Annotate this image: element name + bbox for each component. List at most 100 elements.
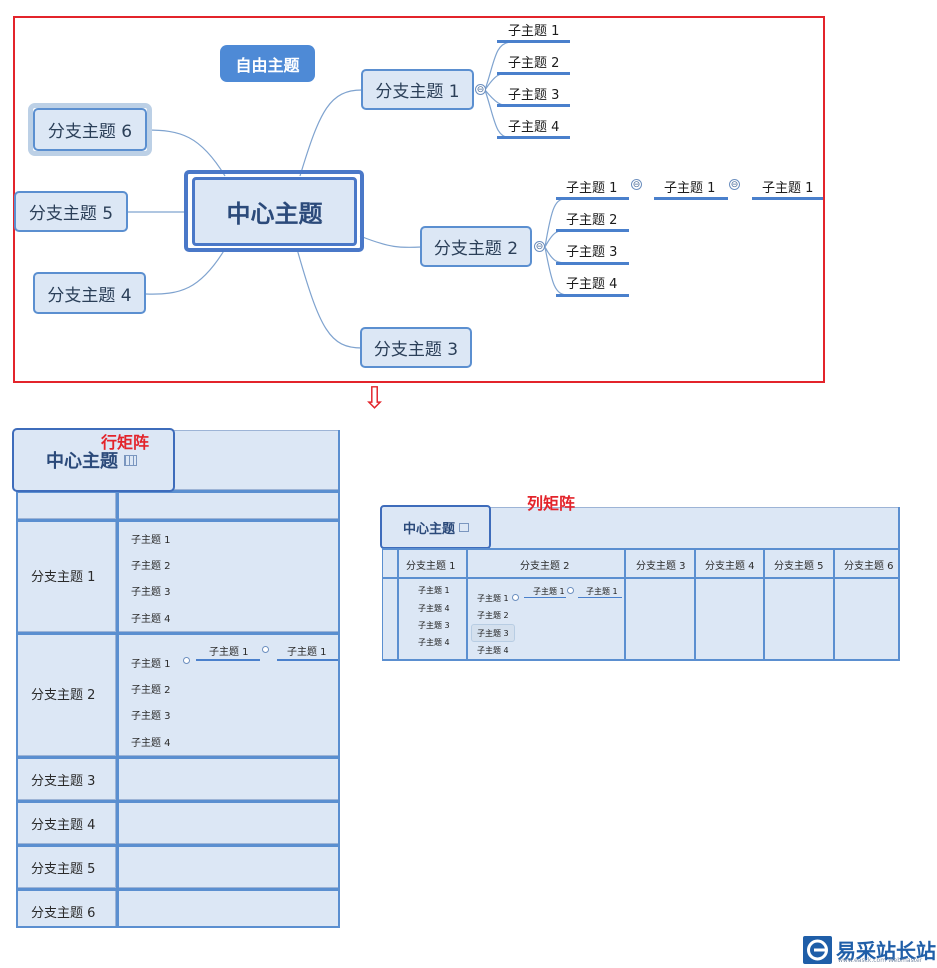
col-matrix-divider [898, 507, 900, 661]
branch-topic-1[interactable]: 分支主题 1 [361, 69, 474, 110]
col-matrix-central-topic-label: 中心主题 [403, 521, 456, 537]
row-matrix-row-5[interactable]: 分支主题 5 [31, 862, 96, 877]
col-matrix-sub[interactable]: 子主题 1 [418, 586, 450, 595]
subtopic-b1-4[interactable]: 子主题 4 [508, 120, 560, 135]
row-matrix-divider [338, 430, 340, 928]
col-matrix-central-topic[interactable]: 中心主题 [380, 505, 491, 549]
branch-topic-2[interactable]: 分支主题 2 [420, 226, 532, 267]
subtopic-underline [556, 229, 629, 232]
row-matrix-content-cell [118, 758, 340, 800]
subtopic-underline [497, 40, 570, 43]
row-matrix-divider [16, 800, 340, 803]
row-matrix-divider [16, 632, 340, 635]
row-matrix-row-1[interactable]: 分支主题 1 [31, 570, 96, 585]
col-matrix-col-4[interactable]: 分支主题 4 [705, 561, 755, 572]
subtopic-b1-3[interactable]: 子主题 3 [508, 88, 560, 103]
collapse-icon[interactable]: ⊖ [475, 84, 486, 95]
branch-topic-4[interactable]: 分支主题 4 [33, 272, 146, 314]
collapse-icon[interactable] [567, 587, 574, 594]
row-matrix-chain-sub[interactable]: 子主题 1 [287, 647, 327, 658]
row-matrix-content-cell [118, 890, 340, 928]
col-matrix-divider [833, 548, 835, 661]
collapse-icon[interactable]: ⊖ [631, 179, 642, 190]
free-topic[interactable]: 自由主题 [220, 45, 315, 82]
matrix-icon [124, 454, 137, 466]
col-matrix-sub[interactable]: 子主题 4 [418, 604, 450, 613]
subtopic-b2-1[interactable]: 子主题 1 [566, 181, 618, 196]
col-matrix-divider [694, 548, 696, 661]
subtopic-b1-2[interactable]: 子主题 2 [508, 56, 560, 71]
subtopic-b2-2[interactable]: 子主题 2 [566, 213, 618, 228]
watermark-text: 易采站长站 [836, 939, 936, 963]
row-matrix-row-4[interactable]: 分支主题 4 [31, 818, 96, 833]
collapse-icon[interactable] [512, 594, 519, 601]
row-matrix-sub[interactable]: 子主题 3 [131, 587, 171, 598]
row-matrix-label-cell [16, 758, 116, 800]
collapse-icon[interactable] [183, 657, 190, 664]
row-matrix-sub[interactable]: 子主题 4 [131, 738, 171, 749]
col-matrix-sub[interactable]: 子主题 1 [477, 594, 509, 603]
col-matrix-sub[interactable]: 子主题 4 [418, 638, 450, 647]
row-matrix-central-topic[interactable]: 中心主题 [12, 428, 175, 492]
connector-b2-subs [544, 197, 569, 296]
subtopic-b2-chain-2[interactable]: 子主题 1 [762, 181, 814, 196]
subtopic-underline [752, 197, 823, 200]
col-matrix-chain-sub[interactable]: 子主题 1 [586, 587, 618, 596]
col-matrix-col-6[interactable]: 分支主题 6 [844, 561, 894, 572]
connector-branch3 [296, 248, 363, 349]
subtopic-underline [556, 197, 629, 200]
row-matrix-sub[interactable]: 子主题 1 [131, 535, 171, 546]
branch-topic-6[interactable]: 分支主题 6 [33, 108, 147, 151]
col-matrix-divider [397, 548, 399, 661]
connector-b1-subs [484, 41, 511, 139]
row-matrix-spacer-left [16, 492, 116, 519]
subtopic-underline [497, 104, 570, 107]
central-topic[interactable]: 中心主题 [192, 177, 357, 246]
col-matrix-divider [382, 548, 383, 661]
row-matrix-sub[interactable]: 子主题 2 [131, 561, 171, 572]
branch-topic-6-selection [28, 103, 152, 156]
subtopic-underline [556, 294, 629, 297]
col-matrix-divider [624, 548, 626, 661]
collapse-icon[interactable] [262, 646, 269, 653]
subtopic-underline [497, 72, 570, 75]
col-matrix-sub[interactable]: 子主题 2 [477, 611, 509, 620]
branch-topic-3[interactable]: 分支主题 3 [360, 327, 472, 368]
row-matrix-chain-sub[interactable]: 子主题 1 [209, 647, 249, 658]
subtopic-b2-chain-1[interactable]: 子主题 1 [664, 181, 716, 196]
subtopic-b1-1[interactable]: 子主题 1 [508, 24, 560, 39]
col-matrix-sub[interactable]: 子主题 3 [418, 621, 450, 630]
row-matrix-row-6[interactable]: 分支主题 6 [31, 906, 96, 921]
collapse-icon[interactable]: ⊖ [729, 179, 740, 190]
col-matrix-col-1[interactable]: 分支主题 1 [406, 561, 456, 572]
row-matrix-content-cell [118, 846, 340, 888]
row-matrix-divider [16, 756, 340, 759]
subtopic-underline [497, 136, 570, 139]
row-matrix-content-cell [118, 802, 340, 844]
row-matrix-caption: 行矩阵 [101, 433, 150, 452]
row-matrix-row-3[interactable]: 分支主题 3 [31, 774, 96, 789]
col-matrix-col-3[interactable]: 分支主题 3 [636, 561, 686, 572]
subtopic-underline [578, 597, 622, 598]
col-matrix-sub[interactable]: 子主题 3 [477, 629, 509, 638]
col-matrix-caption: 列矩阵 [527, 494, 576, 513]
collapse-icon[interactable]: ⊖ [534, 241, 545, 252]
col-matrix-col-2[interactable]: 分支主题 2 [520, 561, 570, 572]
row-matrix-sub[interactable]: 子主题 4 [131, 614, 171, 625]
row-matrix-sub[interactable]: 子主题 2 [131, 685, 171, 696]
row-matrix-central-topic-label: 中心主题 [46, 451, 118, 472]
row-matrix-sub[interactable]: 子主题 1 [131, 659, 171, 670]
row-matrix-sub[interactable]: 子主题 3 [131, 711, 171, 722]
branch-topic-5[interactable]: 分支主题 5 [14, 191, 128, 232]
subtopic-underline [524, 597, 566, 598]
subtopic-underline [277, 659, 338, 661]
subtopic-underline [556, 262, 629, 265]
subtopic-b2-3[interactable]: 子主题 3 [566, 245, 618, 260]
col-matrix-chain-sub[interactable]: 子主题 1 [533, 587, 565, 596]
row-matrix-label-cell [16, 802, 116, 844]
col-matrix-col-5[interactable]: 分支主题 5 [774, 561, 824, 572]
subtopic-b2-4[interactable]: 子主题 4 [566, 277, 618, 292]
row-matrix-row-2[interactable]: 分支主题 2 [31, 688, 96, 703]
col-matrix-sub[interactable]: 子主题 4 [477, 646, 509, 655]
